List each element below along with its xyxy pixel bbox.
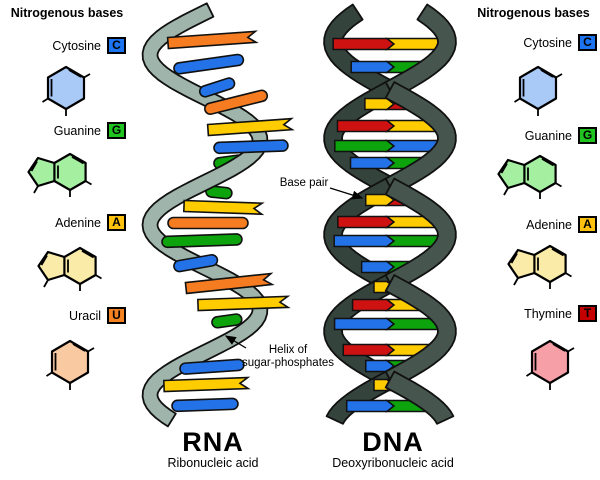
dna-rung-left-t <box>342 343 396 357</box>
right-column-header: Nitrogenous bases <box>477 6 590 20</box>
dna-rung-right-g <box>384 234 447 248</box>
rna-base-bar-u <box>184 272 275 295</box>
base-letter-box-a: A <box>107 214 126 231</box>
dna-subtitle: Deoxyribonucleic acid <box>332 456 454 470</box>
base-row-guanine-right: Guanine G <box>470 127 597 144</box>
dna-strand-front <box>384 274 457 389</box>
base-name-uracil: Uracil <box>69 308 101 323</box>
base-pair-leader-line <box>329 187 364 200</box>
base-name-thymine: Thymine <box>524 306 572 321</box>
rna-base-bar-a <box>206 117 295 137</box>
sugar-phosphate-helix-label: Helix of sugar-phosphates <box>241 344 335 369</box>
cytosine-structure-icon <box>513 65 564 118</box>
rna-base-bar-g <box>211 313 243 329</box>
rna-subtitle: Ribonucleic acid <box>167 456 259 470</box>
dna-rung-left-c <box>349 156 396 170</box>
dna-rung-left-g <box>334 139 396 153</box>
dna-rung-left-c <box>345 399 396 413</box>
base-letter-box-g: G <box>578 127 597 144</box>
rna-base-bar-c <box>173 53 245 75</box>
rna-base-bar-a <box>162 376 251 393</box>
base-letter-box-c: C <box>578 34 597 51</box>
base-name-guanine: Guanine <box>524 128 572 143</box>
guanine-structure-icon <box>27 152 93 199</box>
dna-strand-front <box>384 370 455 425</box>
base-row-adenine-left: Adenine A <box>8 214 126 231</box>
base-name-guanine: Guanine <box>53 123 101 138</box>
dna-rung-left-c <box>333 234 396 248</box>
rna-base-bar-c <box>213 139 289 155</box>
rna-base-bar-u <box>167 216 249 230</box>
guanine-structure-icon <box>497 154 563 201</box>
base-row-adenine-right: Adenine A <box>470 216 597 233</box>
base-name-adenine: Adenine <box>526 217 572 232</box>
uracil-structure-icon <box>45 339 96 392</box>
dna-rung-left-t <box>332 37 396 51</box>
rna-base-bar-c <box>179 358 245 375</box>
rna-title-block: RNA Ribonucleic acid <box>148 428 278 471</box>
base-letter-box-t: T <box>578 305 597 322</box>
base-row-thymine-right: Thymine T <box>470 305 597 322</box>
base-row-cytosine-left: Cytosine C <box>8 37 126 54</box>
rna-base-bar-a <box>182 199 265 216</box>
dna-title: DNA <box>362 427 424 457</box>
dna-rung-left-c <box>333 317 396 331</box>
dna-rung-left-t <box>336 119 396 133</box>
base-letter-box-g: G <box>107 122 126 139</box>
base-pair-label: Base pair <box>279 177 329 189</box>
dna-strand-front <box>384 81 457 196</box>
dna-title-block: DNA Deoxyribonucleic acid <box>328 428 458 471</box>
base-name-adenine: Adenine <box>55 215 101 230</box>
base-letter-box-a: A <box>578 216 597 233</box>
sugar-phosphate-leader-line <box>224 335 247 349</box>
cytosine-structure-icon <box>41 65 92 118</box>
rna-base-bar-g <box>161 233 243 249</box>
base-name-cytosine: Cytosine <box>523 35 572 50</box>
base-row-uracil-left: Uracil U <box>8 307 126 324</box>
dna-rung-left-t <box>337 215 396 229</box>
rna-title: RNA <box>182 427 244 457</box>
dna-rung-left-t <box>351 298 396 312</box>
rna-base-bar-u <box>204 89 269 115</box>
base-row-cytosine-right: Cytosine C <box>470 34 597 51</box>
dna-rung-left-c <box>350 60 396 74</box>
rna-base-bar-u <box>166 30 259 50</box>
thymine-structure-icon <box>525 339 576 392</box>
left-column-header: Nitrogenous bases <box>10 6 124 20</box>
base-letter-box-u: U <box>107 307 126 324</box>
base-row-guanine-left: Guanine G <box>8 122 126 139</box>
adenine-structure-icon <box>37 246 103 293</box>
base-name-cytosine: Cytosine <box>52 38 101 53</box>
dna-rung-right-c <box>384 139 446 153</box>
rna-base-bar-c <box>198 77 236 98</box>
rna-base-bar-c <box>171 397 239 413</box>
rna-base-bar-a <box>196 295 291 312</box>
rna-base-bar-c <box>173 254 219 273</box>
base-letter-box-c: C <box>107 37 126 54</box>
adenine-structure-icon <box>507 244 573 291</box>
